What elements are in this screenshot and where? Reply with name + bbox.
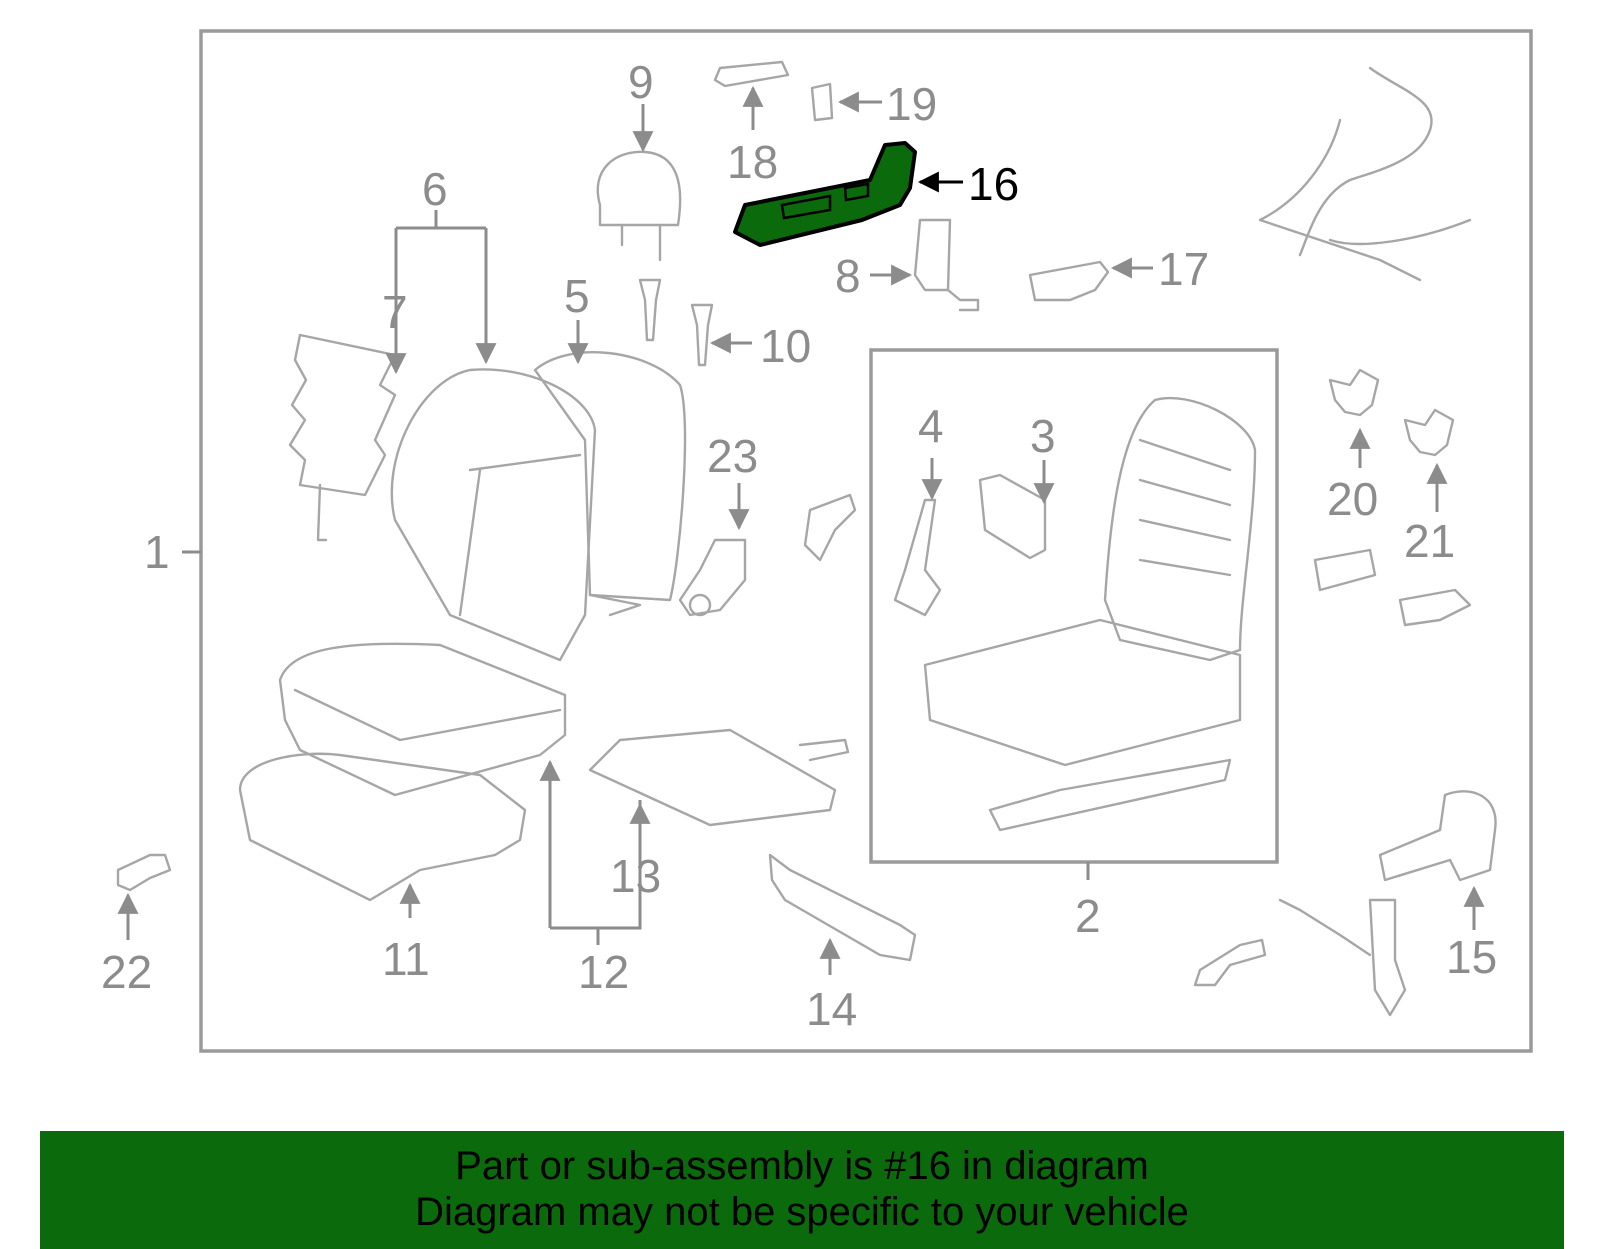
bracket-right-part[interactable] — [1313, 548, 1472, 627]
callout-10[interactable]: 10 — [760, 320, 811, 372]
subassembly-frame-box — [869, 348, 1279, 864]
bracket-22-part[interactable] — [116, 853, 172, 892]
headrest-guide-part[interactable] — [638, 278, 714, 367]
bracket-8-part[interactable] — [913, 218, 980, 312]
info-banner: Part or sub-assembly is #16 in diagram D… — [40, 1131, 1564, 1249]
cover-17-part[interactable] — [1028, 260, 1110, 302]
wire-harness-part[interactable] — [1258, 66, 1472, 282]
seat-cushion-pad-part[interactable] — [238, 752, 527, 902]
callout-18[interactable]: 18 — [727, 136, 778, 188]
callout-2[interactable]: 2 — [1075, 890, 1101, 942]
callout-labels: 1 2 3 4 5 6 7 8 9 10 11 12 13 14 15 16 1… — [101, 56, 1497, 1035]
callout-13[interactable]: 13 — [610, 850, 661, 902]
callout-20[interactable]: 20 — [1327, 473, 1378, 525]
seatback-pad-part[interactable] — [533, 351, 687, 617]
callout-9[interactable]: 9 — [628, 56, 654, 108]
clip-20-part[interactable] — [1328, 368, 1380, 417]
lever-part[interactable] — [893, 498, 942, 617]
side-bracket-part[interactable] — [803, 493, 857, 562]
knob-18-part[interactable] — [713, 60, 790, 88]
seat-cushion-cover-part[interactable] — [278, 642, 567, 797]
callout-14[interactable]: 14 — [806, 983, 857, 1035]
diagram-outer-frame — [199, 29, 1533, 1053]
leader-lines — [117, 85, 1485, 975]
callout-4[interactable]: 4 — [918, 400, 944, 452]
bracket-part[interactable] — [978, 473, 1047, 560]
callout-1[interactable]: 1 — [144, 526, 170, 578]
clip-19-part[interactable] — [810, 82, 834, 122]
callout-7[interactable]: 7 — [382, 286, 408, 338]
callout-22[interactable]: 22 — [101, 946, 152, 998]
callout-17[interactable]: 17 — [1158, 243, 1209, 295]
callout-15[interactable]: 15 — [1446, 931, 1497, 983]
seatback-board-part[interactable] — [288, 333, 397, 542]
seat-heater-part[interactable] — [588, 728, 850, 827]
callout-5[interactable]: 5 — [564, 270, 590, 322]
seatback-cover-part[interactable] — [390, 368, 597, 662]
callout-12[interactable]: 12 — [578, 946, 629, 998]
banner-line-disclaimer: Diagram may not be specific to your vehi… — [415, 1190, 1189, 1234]
callout-19[interactable]: 19 — [886, 78, 937, 130]
belt-buckle-part[interactable] — [1193, 898, 1407, 1017]
banner-line-part-number: Part or sub-assembly is #16 in diagram — [455, 1144, 1149, 1188]
side-trim-part[interactable] — [768, 853, 917, 962]
cover-15-part[interactable] — [1378, 790, 1497, 882]
clip-21-part[interactable] — [1403, 408, 1455, 457]
callout-11[interactable]: 11 — [382, 933, 430, 985]
seat-side-cover-part-16[interactable] — [733, 141, 917, 247]
callout-8[interactable]: 8 — [835, 250, 861, 302]
headrest-part[interactable] — [596, 150, 682, 262]
callout-16[interactable]: 16 — [968, 158, 1019, 210]
recliner-motor-part[interactable] — [678, 538, 747, 617]
seat-frame-part[interactable] — [923, 396, 1257, 832]
callout-21[interactable]: 21 — [1404, 515, 1455, 567]
callout-23[interactable]: 23 — [707, 430, 758, 482]
callout-3[interactable]: 3 — [1030, 410, 1056, 462]
callout-6[interactable]: 6 — [422, 163, 448, 215]
